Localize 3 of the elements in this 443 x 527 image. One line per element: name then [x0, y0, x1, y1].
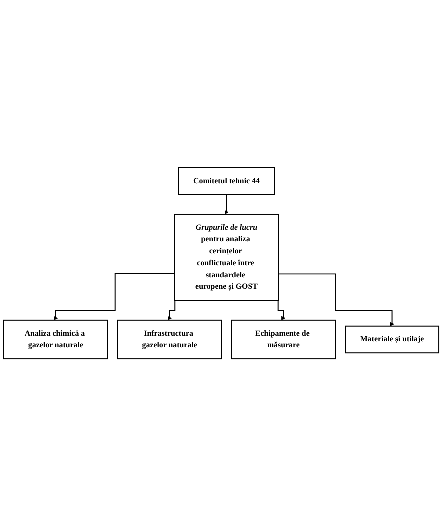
arrow	[278, 274, 394, 327]
arrow	[224, 194, 229, 215]
arrow	[54, 273, 176, 321]
